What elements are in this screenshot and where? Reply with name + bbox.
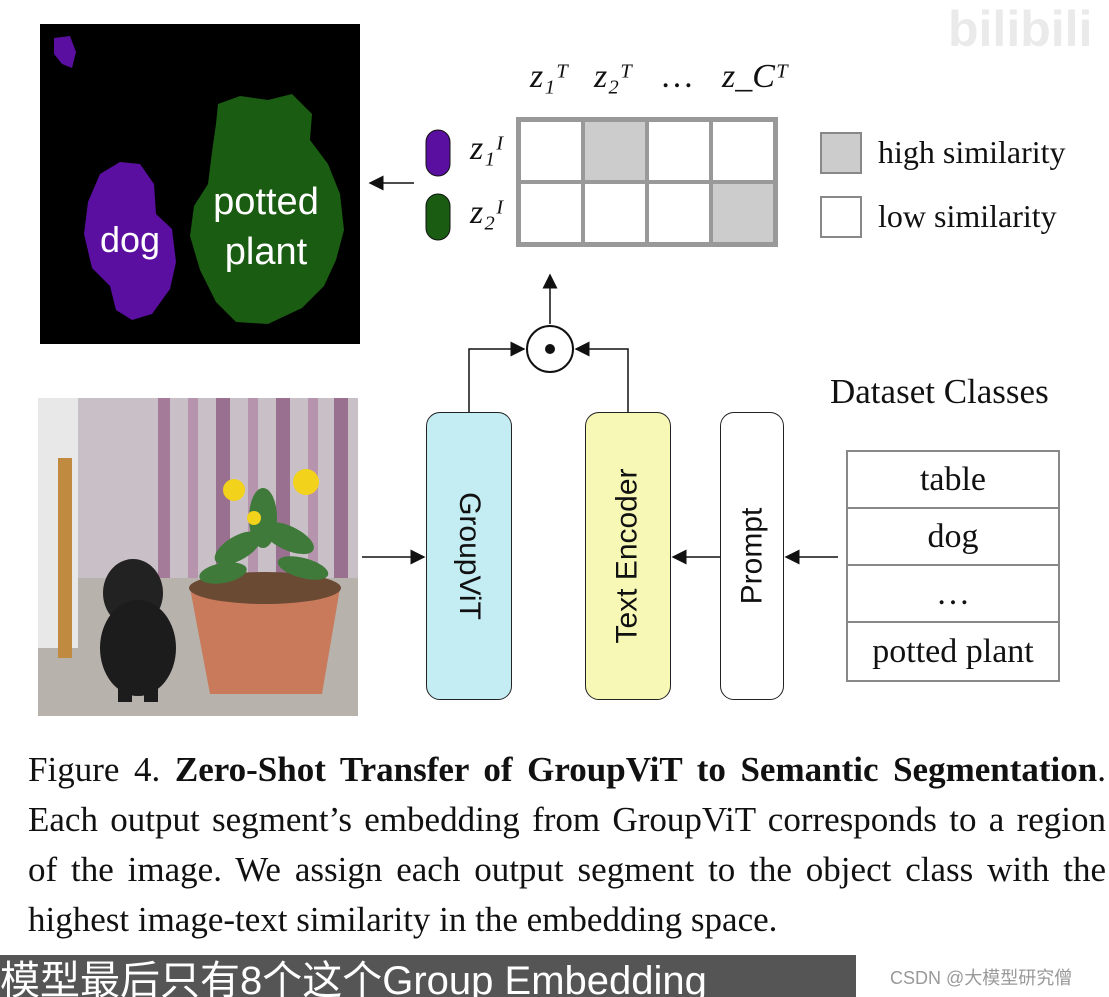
row-label-1: z₁ᴵ <box>470 130 504 168</box>
class-row: potted plant <box>848 623 1058 680</box>
groupvit-label: GroupViT <box>452 492 486 620</box>
legend-low-label: low similarity <box>878 198 1057 235</box>
similarity-cell <box>647 182 711 244</box>
similarity-cell <box>711 120 775 182</box>
col-label-2: z₂ᵀ <box>594 58 632 96</box>
row-label-2: z₂ᴵ <box>470 194 504 232</box>
similarity-cell <box>711 182 775 244</box>
class-row: table <box>848 452 1058 509</box>
col-label-1: z₁ᵀ <box>530 58 568 96</box>
legend-low-swatch <box>820 196 862 238</box>
dataset-classes-table: table dog … potted plant <box>846 450 1060 682</box>
video-subtitle: 模型最后只有8个这个Group Embedding <box>0 955 856 997</box>
similarity-cell <box>519 120 583 182</box>
similarity-matrix <box>516 117 778 247</box>
similarity-cell <box>519 182 583 244</box>
class-row: dog <box>848 509 1058 566</box>
col-label-c: z_Cᵀ <box>722 58 788 96</box>
similarity-cell <box>647 120 711 182</box>
similarity-cell <box>583 120 647 182</box>
figure-caption: Figure 4. Zero-Shot Transfer of GroupViT… <box>28 745 1106 945</box>
caption-bold: Zero-Shot Transfer of GroupViT to Semant… <box>175 750 1097 789</box>
text-encoder-block: Text Encoder <box>585 412 671 700</box>
legend-high-label: high similarity <box>878 134 1066 171</box>
prompt-block: Prompt <box>720 412 784 700</box>
legend-high-swatch <box>820 132 862 174</box>
col-label-ellipsis: … <box>660 58 694 96</box>
similarity-cell <box>583 182 647 244</box>
dataset-classes-title: Dataset Classes <box>830 372 1049 412</box>
caption-prefix: Figure 4. <box>28 750 160 789</box>
groupvit-block: GroupViT <box>426 412 512 700</box>
prompt-label: Prompt <box>735 508 769 605</box>
text-encoder-label: Text Encoder <box>611 468 645 643</box>
class-row: … <box>848 566 1058 623</box>
csdn-credit: CSDN @大模型研究僧 <box>890 964 1072 990</box>
